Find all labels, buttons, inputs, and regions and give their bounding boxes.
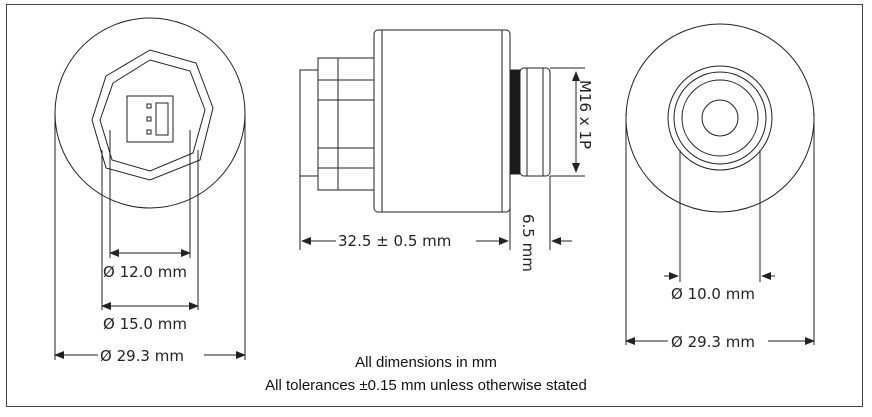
- left-dim-outer-label: Ø 29.3 mm: [100, 347, 184, 365]
- right-ring-1: [667, 65, 773, 171]
- right-ring-3: [681, 79, 759, 157]
- side-thread: [519, 67, 551, 177]
- right-dim-bore-label: Ø 10.0 mm: [671, 285, 755, 303]
- right-end-view: [625, 23, 815, 213]
- connector-housing: [126, 95, 174, 143]
- connector-pin-1: [146, 103, 152, 109]
- side-connector-body: [317, 57, 375, 191]
- connector-pin-slot: [155, 102, 169, 136]
- left-end-view: [54, 17, 246, 209]
- note-tolerances: All tolerances ±0.15 mm unless otherwise…: [265, 377, 587, 394]
- right-ring-2: [673, 71, 767, 165]
- left-hex-nut-inner: [99, 59, 206, 172]
- side-view: [299, 29, 551, 213]
- side-main-body: [373, 29, 511, 213]
- side-dimension-lines: [299, 67, 585, 250]
- left-dim-mid-label: Ø 15.0 mm: [103, 315, 187, 333]
- left-dim-inner-label: Ø 12.0 mm: [103, 263, 187, 281]
- right-dimension-lines: [625, 113, 815, 345]
- side-thread-length-label: 6.5 mm: [519, 214, 537, 272]
- right-outer-circle: [625, 23, 815, 213]
- side-length-label: 32.5 ± 0.5 mm: [338, 232, 451, 250]
- side-oring: [509, 69, 521, 175]
- left-hex-nut: [91, 49, 214, 181]
- left-dimension-lines: [54, 113, 246, 360]
- drawing-frame: [6, 4, 863, 407]
- right-bore: [701, 99, 739, 137]
- note-dimensions: All dimensions in mm: [355, 354, 497, 371]
- right-dim-outer-label: Ø 29.3 mm: [671, 333, 755, 351]
- side-connector-cap: [299, 69, 321, 177]
- side-thread-label: M16 x 1P: [576, 80, 594, 149]
- connector-pin-2: [146, 116, 152, 122]
- connector-pin-3: [146, 129, 152, 135]
